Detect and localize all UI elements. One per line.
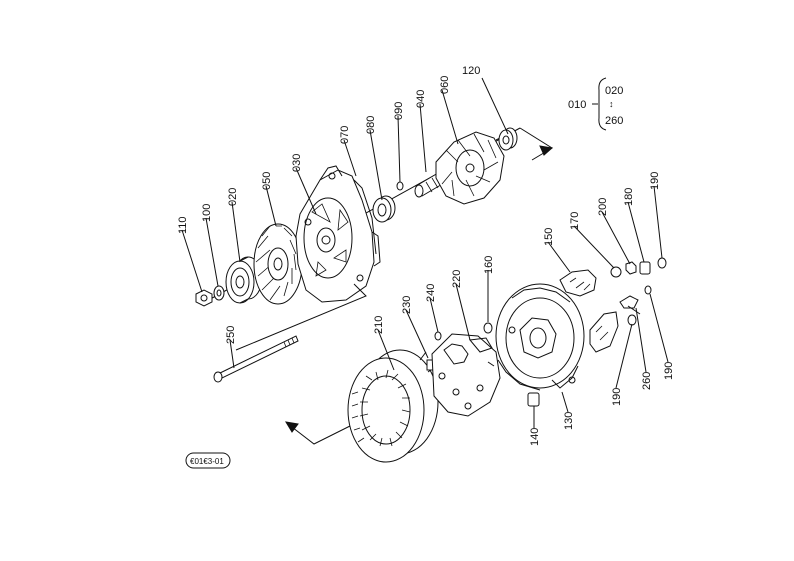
part-200-nut (625, 261, 637, 275)
stamp-text: €01€3-01 (190, 457, 224, 466)
part-brush-plate (589, 295, 639, 353)
callout-160: 160 (483, 256, 495, 274)
legend-range-start: 020 (605, 85, 623, 97)
callout-040: 040 (415, 90, 427, 108)
upper-direction-arrow-icon (539, 145, 554, 156)
callout-110: 110 (177, 216, 189, 234)
part-240-screw (434, 331, 442, 341)
part-190-nut-b (644, 285, 652, 295)
part-160-washer (483, 322, 493, 334)
callout-020: 020 (227, 188, 239, 206)
callout-080: 080 (365, 116, 377, 134)
part-220-rectifier (431, 333, 501, 417)
part-150-cover (559, 269, 597, 297)
lower-direction-line (287, 419, 363, 445)
part-190-nut-a (657, 257, 667, 269)
callout-180: 180 (623, 188, 635, 206)
part-050-fan (253, 223, 303, 305)
part-030-front-housing (295, 165, 381, 303)
part-100-washer (213, 285, 225, 301)
legend-main-number: 010 (568, 99, 586, 111)
callout-130: 130 (563, 412, 575, 430)
part-120-rear-bearing (498, 127, 518, 151)
part-180-bush (639, 261, 651, 275)
part-110-nut (195, 289, 213, 307)
callout-100: 100 (201, 204, 213, 222)
callout-090: 090 (393, 102, 405, 120)
callout-050: 050 (261, 172, 273, 190)
legend-group: 010 020 ↕ 260 (568, 77, 623, 131)
callout-120: 120 (462, 65, 480, 77)
legend-range-end: 260 (605, 115, 623, 127)
part-140-bush (527, 392, 540, 407)
legend-range-separator: ↕ (609, 99, 614, 109)
callout-230: 230 (401, 296, 413, 314)
callout-170: 170 (569, 212, 581, 230)
callout-060: 060 (439, 76, 451, 94)
callout-190-bottom: 190 (611, 388, 623, 406)
callout-070: 070 (339, 126, 351, 144)
part-070-retainer (353, 179, 377, 255)
callout-250: 250 (225, 326, 237, 344)
part-210-stator (347, 349, 439, 463)
diagram-code-stamp: €01€3-01 (185, 452, 231, 469)
leader-lines (181, 77, 669, 428)
callout-150: 150 (543, 228, 555, 246)
part-170-terminal (610, 266, 622, 278)
callout-260: 260 (641, 372, 653, 390)
legend-brace (598, 77, 607, 131)
callout-190-top: 190 (649, 172, 661, 190)
part-060-rotor (435, 131, 511, 205)
callout-190-right: 190 (663, 362, 675, 380)
upper-direction-line (519, 127, 553, 161)
callout-030: 030 (291, 154, 303, 172)
callout-220: 220 (451, 270, 463, 288)
part-090-spacer (396, 181, 404, 191)
callout-210: 210 (373, 316, 385, 334)
callout-200: 200 (597, 198, 609, 216)
callout-140: 140 (529, 428, 541, 446)
front-housing-offset-line (235, 283, 367, 351)
part-130-rear-housing (495, 283, 585, 391)
callout-240: 240 (425, 284, 437, 302)
part-190-nut-c (627, 314, 637, 326)
callout-labels: 120 060 040 090 080 070 030 050 020 100 … (177, 65, 675, 446)
part-260-bracket (627, 305, 641, 315)
lower-direction-arrow-icon (285, 421, 299, 433)
part-080-bearing (372, 195, 396, 223)
part-250-through-bolt (213, 335, 299, 383)
